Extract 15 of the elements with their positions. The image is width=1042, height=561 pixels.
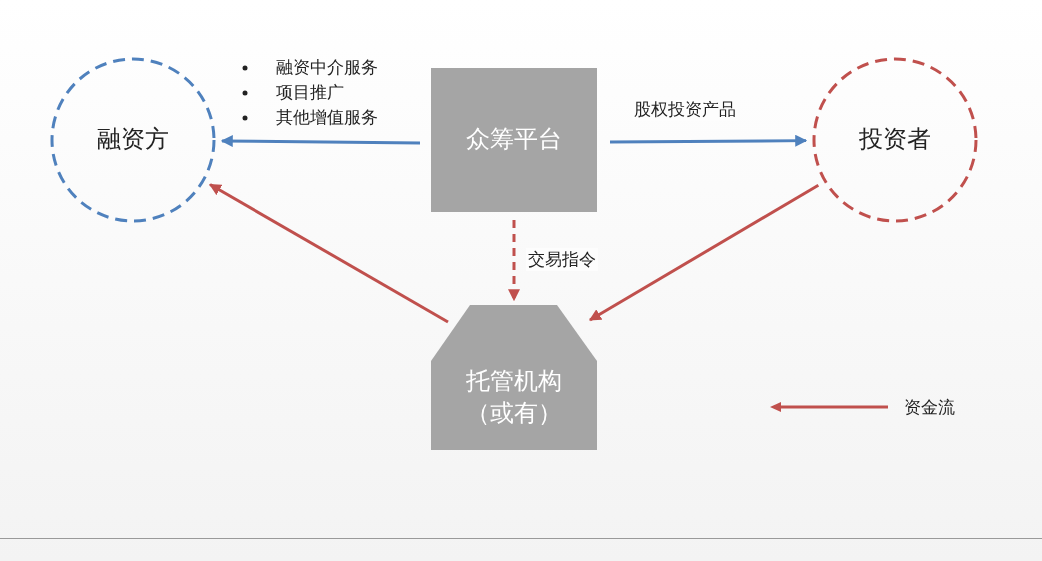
list-item: 其他增值服务 [276,106,378,129]
edge-label: 股权投资产品 [632,98,738,121]
list-item: 融资中介服务 [276,56,378,79]
list-item: 项目推广 [276,81,344,104]
node-label: 融资方 [97,124,169,156]
arrow [610,134,808,147]
arrow [220,135,420,148]
edge-label: 交易指令 [526,248,598,271]
node-label: 众筹平台 [466,124,562,156]
arrow [588,183,820,322]
arrow [508,220,520,302]
node-label: 托管机构（或有） [465,366,563,429]
legend-text: 资金流 [904,396,955,419]
node-label: 投资者 [859,124,931,156]
arrow [209,183,449,324]
